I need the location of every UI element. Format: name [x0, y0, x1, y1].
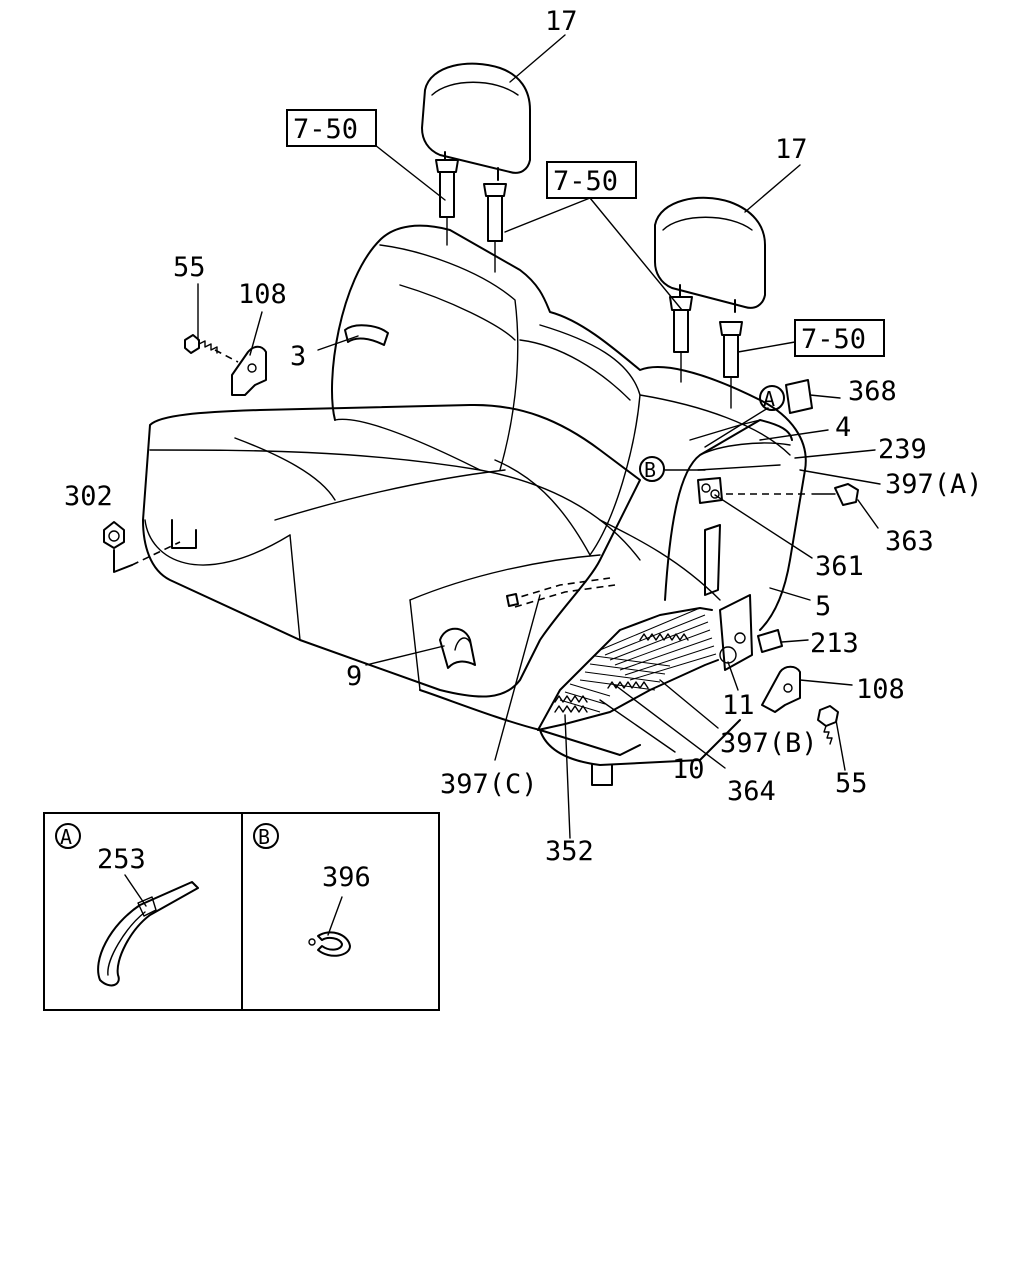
e-clip-icon — [317, 931, 351, 957]
callout-cap: 368 — [848, 376, 897, 407]
callout-hinge: 11 — [722, 690, 755, 721]
inset-panel-a: A 253 — [55, 823, 199, 987]
callout-frame: 5 — [815, 591, 831, 622]
callout-bolt: 363 — [885, 526, 934, 557]
callout-nut: 302 — [64, 481, 113, 512]
ref-box-2 — [546, 161, 637, 199]
callout-cover-right: 108 — [856, 674, 905, 705]
cable-tie-icon — [97, 881, 199, 987]
ref-box-3 — [794, 319, 885, 357]
inset-panel-b: B 396 — [253, 823, 371, 957]
marker-b: B — [644, 458, 656, 482]
callout-screw-right: 55 — [835, 768, 868, 799]
callout-cable: 239 — [878, 434, 927, 465]
callout-ref-guide-2: 7-50 — [553, 166, 618, 197]
callout-clip-a: 397(A) — [885, 469, 983, 500]
inset-panels: A 253 B 396 — [43, 812, 440, 1011]
headrest-left — [421, 62, 531, 181]
marker-a: A — [763, 387, 775, 411]
seat-back — [331, 224, 807, 631]
marker-a-circle — [759, 385, 785, 411]
marker-b-circle — [639, 456, 665, 482]
headrest-right — [654, 196, 766, 313]
callout-belt-guide: 3 — [290, 341, 306, 372]
callout-clip-b: 397(B) — [720, 728, 818, 759]
ref-box-1 — [286, 109, 377, 147]
callout-cushion-frame: 10 — [672, 754, 705, 785]
callout-seatback-frame: 4 — [835, 412, 851, 443]
inset-b-marker: B — [258, 825, 270, 849]
seat-cushion — [142, 403, 641, 698]
callout-ref-guide-3: 7-50 — [801, 324, 866, 355]
callout-headrest-right: 17 — [775, 134, 808, 165]
callout-clip-c: 397(C) — [440, 769, 538, 800]
inset-b-part: 396 — [322, 862, 371, 893]
callout-ref-guide-1: 7-50 — [293, 114, 358, 145]
callout-pad: 9 — [346, 661, 362, 692]
inset-a-part: 253 — [97, 844, 146, 875]
callout-spring-364: 364 — [727, 776, 776, 807]
leader-lines — [197, 34, 881, 839]
callout-labels: 17 17 7-50 7-50 7-50 55 108 3 302 368 4 … — [64, 6, 983, 867]
nut-302 — [103, 521, 125, 549]
callout-bracket: 361 — [815, 551, 864, 582]
headrest-guide-left — [435, 159, 507, 273]
seat-assembly — [103, 62, 859, 786]
callout-pin: 213 — [810, 628, 859, 659]
inset-a-marker: A — [60, 825, 72, 849]
callout-screw-left: 55 — [173, 252, 206, 283]
callout-spring-352: 352 — [545, 836, 594, 867]
headrest-guide-right — [669, 296, 743, 409]
callout-headrest-left: 17 — [545, 6, 578, 37]
callout-cover-left: 108 — [238, 279, 287, 310]
